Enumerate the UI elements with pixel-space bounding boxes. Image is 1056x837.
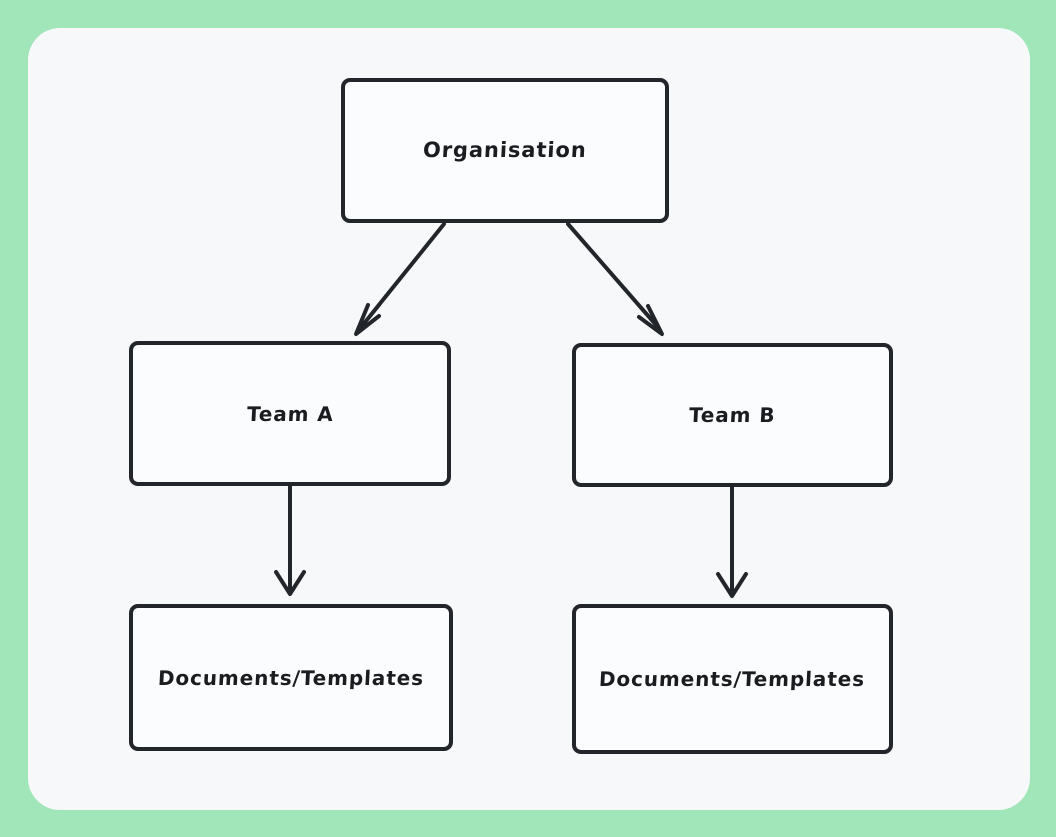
node-team-a[interactable]: Team A	[129, 341, 451, 486]
node-organisation[interactable]: Organisation	[341, 78, 669, 223]
edge-organisation-to-team-a	[354, 222, 446, 336]
node-documents-templates-a[interactable]: Documents/Templates	[129, 604, 453, 751]
node-documents-templates-a-label: Documents/Templates	[157, 665, 425, 690]
edge-team-a-to-documents	[274, 484, 306, 596]
edge-organisation-to-team-b	[566, 222, 664, 336]
edge-team-b-to-documents	[716, 485, 748, 598]
node-organisation-label: Organisation	[422, 137, 588, 162]
node-documents-templates-b[interactable]: Documents/Templates	[572, 604, 893, 754]
node-team-a-label: Team A	[245, 401, 334, 426]
node-team-b-label: Team B	[688, 403, 777, 427]
node-team-b[interactable]: Team B	[572, 343, 893, 487]
node-documents-templates-b-label: Documents/Templates	[598, 667, 867, 691]
